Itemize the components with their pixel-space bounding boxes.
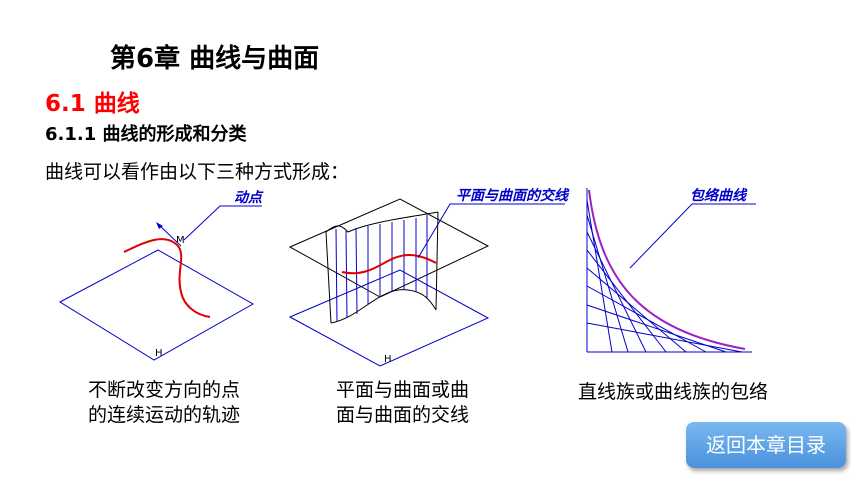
line-family [586, 199, 743, 353]
caption-line: 不断改变方向的点 [88, 379, 241, 401]
surface-top-edge [325, 211, 439, 233]
leader-line-3 [629, 203, 756, 269]
surface-bottom-edge [330, 289, 437, 324]
caption-line: 的连续运动的轨迹 [88, 404, 241, 426]
caption-intersection: 平面与曲面或曲 面与曲面的交线 [336, 378, 469, 428]
trajectory-curve [123, 238, 211, 318]
intro-text: 曲线可以看作由以下三种方式形成： [45, 161, 350, 183]
chapter-title: 第6章 曲线与曲面 [110, 44, 320, 74]
direction-arrow [157, 223, 182, 247]
leader-line-1 [183, 205, 262, 241]
plane-h-label-2: H [384, 354, 392, 365]
plane-h-2 [288, 269, 490, 367]
figure-envelope: 包络曲线 [586, 187, 756, 353]
plane-h-label-1: H [155, 348, 163, 359]
envelope-curve [588, 189, 746, 350]
envelope-label: 包络曲线 [690, 187, 748, 204]
point-m-label: M [176, 235, 185, 246]
arrow-head [156, 222, 163, 229]
caption-envelope: 直线族或曲线族的包络 [578, 381, 769, 403]
moving-point-label: 动点 [234, 189, 264, 206]
surface-right-edge [435, 211, 439, 311]
subsection-title: 6.1.1 曲线的形成和分类 [45, 124, 247, 145]
caption-moving-point: 不断改变方向的点 的连续运动的轨迹 [88, 378, 240, 428]
surface-left-edge [325, 231, 332, 324]
caption-line: 平面与曲面或曲 [336, 379, 470, 401]
figure-moving-point: M H 动点 [58, 189, 264, 361]
leader-line-2 [417, 203, 565, 259]
section-title: 6.1 曲线 [45, 91, 140, 117]
intersection-label: 平面与曲面的交线 [456, 187, 570, 204]
back-to-chapter-button[interactable]: 返回本章目录 [686, 422, 846, 468]
top-plane [288, 198, 490, 298]
caption-line: 面与曲面的交线 [336, 404, 470, 426]
plane-h-1 [58, 249, 255, 361]
figure-intersection: H 平面与曲面的交线 [288, 187, 570, 367]
